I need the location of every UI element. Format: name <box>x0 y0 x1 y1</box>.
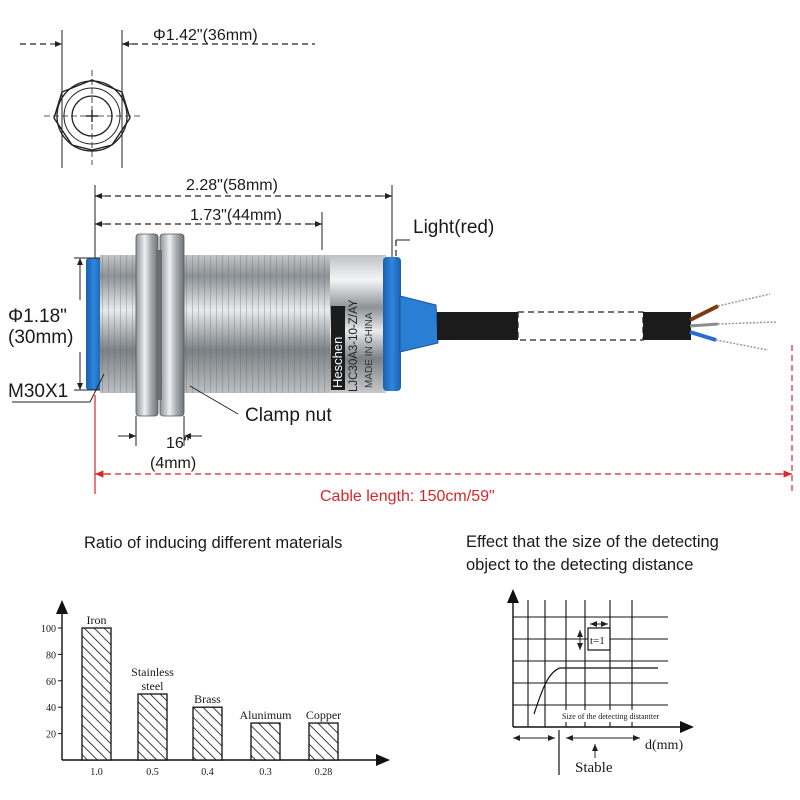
nut-width-label: 16" <box>166 435 189 452</box>
y-tick-label: 20 <box>46 730 56 741</box>
threaded-barrel <box>100 255 332 393</box>
bar-category-label: Copper <box>306 708 341 722</box>
bar-category-label: Alunimum <box>239 708 292 722</box>
body-diameter-label: Φ1.18" <box>8 306 67 327</box>
bar-copper <box>308 722 339 761</box>
model-marking: LJC30A3-10-Z/AY <box>348 299 360 392</box>
y-tick-label: 40 <box>46 703 56 714</box>
ratio-label: 0.28 <box>315 767 333 778</box>
effect-heading-line1: Effect that the size of the detecting <box>466 533 719 551</box>
effect-chart: Size of the detecting distantter t=1 d(m… <box>507 589 694 776</box>
effect-inner-label: Size of the detecting distantter <box>562 712 660 721</box>
y-tick-label: 60 <box>46 677 56 688</box>
bar-category-label: Iron <box>87 613 107 627</box>
bar-category-label: Brass <box>194 692 221 706</box>
light-label: Light(red) <box>413 217 494 238</box>
effect-x-label: d(mm) <box>645 738 683 753</box>
stable-label: Stable <box>575 760 613 776</box>
wire-blue <box>689 330 717 342</box>
bar-category-label: Stainless <box>131 665 174 679</box>
y-tick-label: 100 <box>41 624 56 635</box>
cable-length-label: Cable length: 150cm/59" <box>320 488 495 505</box>
brand-marking: Heschen <box>330 337 345 388</box>
cable <box>437 293 777 351</box>
overall-length-label: 2.28"(58mm) <box>186 177 278 194</box>
bar-brass <box>192 706 223 761</box>
body-diameter-mm-label: (30mm) <box>8 327 73 348</box>
ratio-label: 0.5 <box>146 767 159 778</box>
cable-segment-2 <box>643 312 691 340</box>
ratio-label: 0.4 <box>201 767 214 778</box>
thread-length-label: 1.73"(44mm) <box>190 207 282 224</box>
sensor-body: Heschen LJC30A3-10-Z/AY MADE IN CHINA <box>86 233 439 417</box>
bar-alunimum <box>250 722 281 761</box>
end-view: Φ1.42"(36mm) <box>20 27 315 168</box>
nut-width-mm-label: (4mm) <box>150 455 196 472</box>
diameter-dimensions: Φ1.18" (30mm) M30X1 Clamp nut 16" (4mm) <box>8 257 332 472</box>
clamp-nut-2 <box>159 233 185 417</box>
thread-spec-label: M30X1 <box>8 381 68 402</box>
clamp-nut-1 <box>135 233 159 417</box>
bar-category-label: steel <box>142 679 165 693</box>
ratio-label: 1.0 <box>90 767 103 778</box>
bar-iron <box>81 627 112 761</box>
materials-heading: Ratio of inducing different materials <box>84 534 342 552</box>
sensing-face <box>86 258 102 390</box>
cable-length-dimension: Cable length: 150cm/59" <box>94 345 793 505</box>
strain-relief <box>399 295 439 353</box>
bar-stainless-steel <box>137 693 168 761</box>
clamp-nut-label: Clamp nut <box>245 405 332 426</box>
y-tick-label: 80 <box>46 650 56 661</box>
rear-cap <box>383 257 401 391</box>
top-diameter-label: Φ1.42"(36mm) <box>153 27 258 44</box>
effect-heading-line2: object to the detecting distance <box>466 556 694 574</box>
cable-segment-1 <box>437 312 518 340</box>
origin-marking: MADE IN CHINA <box>364 312 375 388</box>
ratio-label: 0.3 <box>259 767 272 778</box>
wire-brown <box>689 304 719 322</box>
effect-curve <box>533 667 658 715</box>
hex-nut-outline <box>53 79 131 151</box>
t-label: t=1 <box>590 635 605 647</box>
